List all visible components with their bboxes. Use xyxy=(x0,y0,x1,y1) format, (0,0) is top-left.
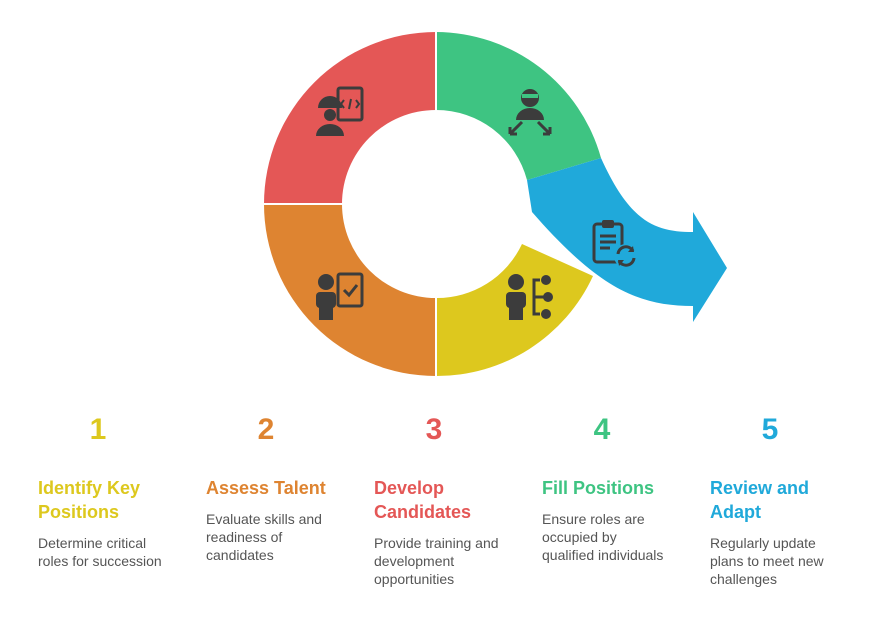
step-title: Identify Key Positions xyxy=(38,476,190,524)
step-desc-line: development xyxy=(374,553,455,569)
segment-blue-arrow xyxy=(527,158,727,322)
step-1: 1 Identify Key Positions Determine criti… xyxy=(38,410,190,570)
step-desc-line: occupied by xyxy=(542,529,617,545)
step-title-line: Fill Positions xyxy=(542,478,655,498)
step-number: 4 xyxy=(593,413,611,446)
step-desc-line: candidates xyxy=(206,547,274,563)
step-title: Fill Positions xyxy=(542,476,694,500)
engineer-code-icon xyxy=(316,86,364,136)
step-desc-line: challenges xyxy=(710,571,777,587)
step-4: 4 Fill Positions Ensure roles are occupi… xyxy=(542,410,694,564)
step-desc-line: readiness of xyxy=(206,529,283,545)
step-title: Develop Candidates xyxy=(374,476,526,524)
step-description: Ensure roles are occupied by qualified i… xyxy=(542,510,684,564)
step-desc-line: Determine critical xyxy=(38,535,147,551)
step-title-line: Candidates xyxy=(374,502,472,522)
step-desc-line: roles for succession xyxy=(38,553,162,569)
step-description: Determine critical roles for succession xyxy=(38,534,180,570)
person-arrows-icon xyxy=(508,89,552,136)
step-title-line: Adapt xyxy=(710,502,761,522)
step-desc-line: Evaluate skills and xyxy=(206,511,322,527)
step-number: 1 xyxy=(89,413,107,446)
step-title-line: Assess Talent xyxy=(206,478,326,498)
step-title-line: Identify Key xyxy=(38,478,141,498)
person-checklist-icon xyxy=(316,272,364,320)
step-3: 3 Develop Candidates Provide training an… xyxy=(374,410,526,588)
step-title-line: Develop xyxy=(374,478,445,498)
step-title: Review and Adapt xyxy=(710,476,862,524)
cycle-diagram xyxy=(262,30,727,378)
step-2: 2 Assess Talent Evaluate skills and read… xyxy=(206,410,358,564)
step-desc-line: Ensure roles are xyxy=(542,511,645,527)
step-desc-line: Provide training and xyxy=(374,535,499,551)
step-title-line: Review and xyxy=(710,478,810,498)
step-description: Provide training and development opportu… xyxy=(374,534,516,588)
step-title: Assess Talent xyxy=(206,476,358,500)
person-branch-icon xyxy=(506,274,553,320)
clipboard-refresh-icon xyxy=(592,220,638,268)
segment-orange xyxy=(264,204,436,376)
step-description: Regularly update plans to meet new chall… xyxy=(710,534,852,588)
segment-green xyxy=(436,32,601,180)
step-desc-line: qualified individuals xyxy=(542,547,664,563)
step-description: Evaluate skills and readiness of candida… xyxy=(206,510,348,564)
step-number: 5 xyxy=(761,413,779,446)
step-desc-line: opportunities xyxy=(374,571,455,587)
step-desc-line: Regularly update xyxy=(710,535,816,551)
step-5: 5 Review and Adapt Regularly update plan… xyxy=(710,410,862,588)
step-number: 2 xyxy=(257,413,275,446)
step-number: 3 xyxy=(425,413,443,446)
step-title-line: Positions xyxy=(38,502,120,522)
segment-red xyxy=(264,32,436,204)
step-desc-line: plans to meet new xyxy=(710,553,824,569)
